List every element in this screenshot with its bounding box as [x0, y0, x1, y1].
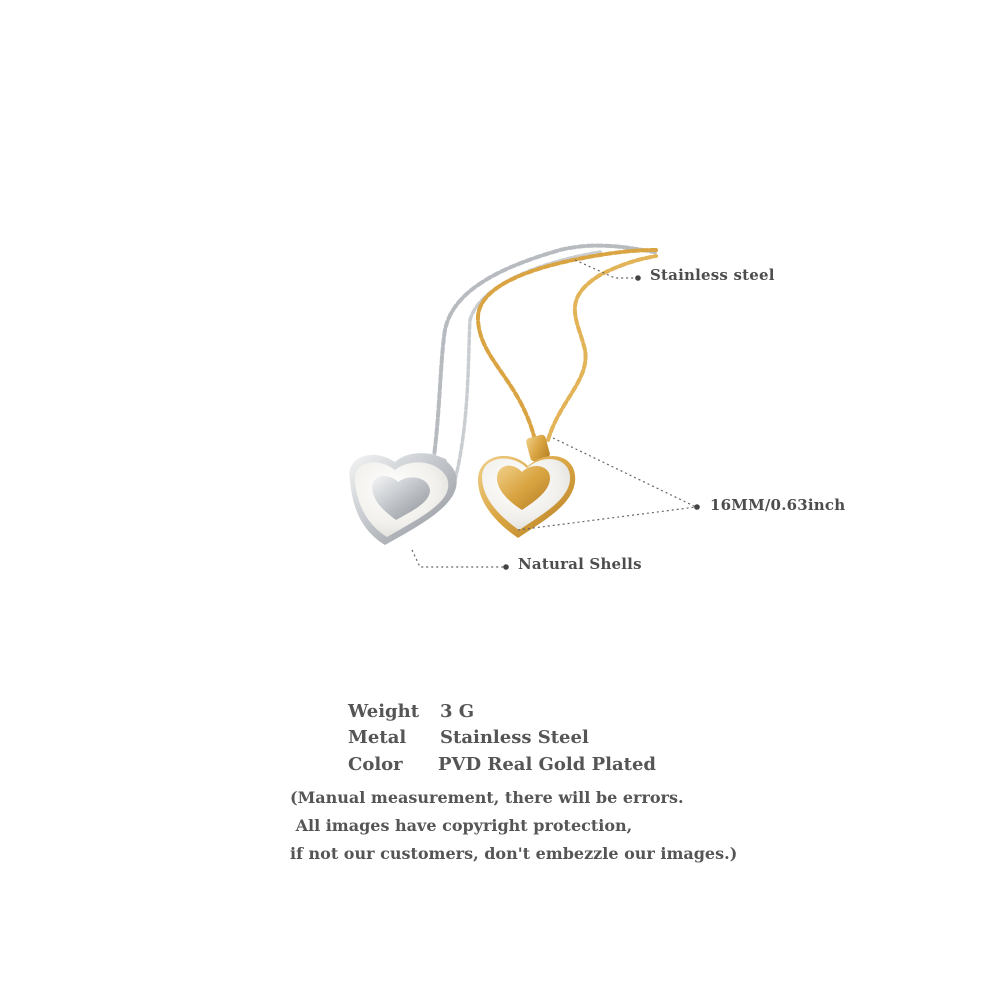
spec-metal: Metal — [348, 727, 406, 748]
inlay-callout: Natural Shells — [518, 555, 642, 573]
spec-metal-label: Metal — [348, 727, 407, 748]
gold-chain — [475, 248, 658, 442]
spec-weight: Weight — [348, 701, 419, 722]
inlay-leader — [411, 549, 505, 568]
spec-color-label: Color — [348, 754, 403, 775]
gold-heart-pendant — [478, 455, 576, 538]
silver-chain — [430, 243, 657, 472]
spec-weight-label: Weight — [348, 701, 420, 722]
spec-color-value: PVD Real Gold Plated — [438, 754, 657, 775]
disclaimer-line-2: All images have copyright protection, — [290, 816, 633, 835]
gold-bail — [526, 434, 550, 462]
callout-lines — [411, 259, 697, 568]
gold-chain-front — [546, 254, 658, 442]
size-leader-top — [552, 437, 697, 508]
silver-heart-pendant — [349, 453, 457, 545]
spec-metal-value: Stainless Steel — [440, 727, 589, 748]
spec-color: Color — [348, 754, 403, 775]
callout-dots — [503, 275, 700, 570]
spec-weight-value: 3 G — [440, 701, 475, 722]
size-callout: 16MM/0.63inch — [710, 496, 846, 514]
disclaimer-line-1: (Manual measurement, there will be error… — [290, 788, 684, 807]
disclaimer-line-3: if not our customers, don't embezzle our… — [290, 844, 738, 863]
material-callout: Stainless steel — [650, 266, 775, 284]
